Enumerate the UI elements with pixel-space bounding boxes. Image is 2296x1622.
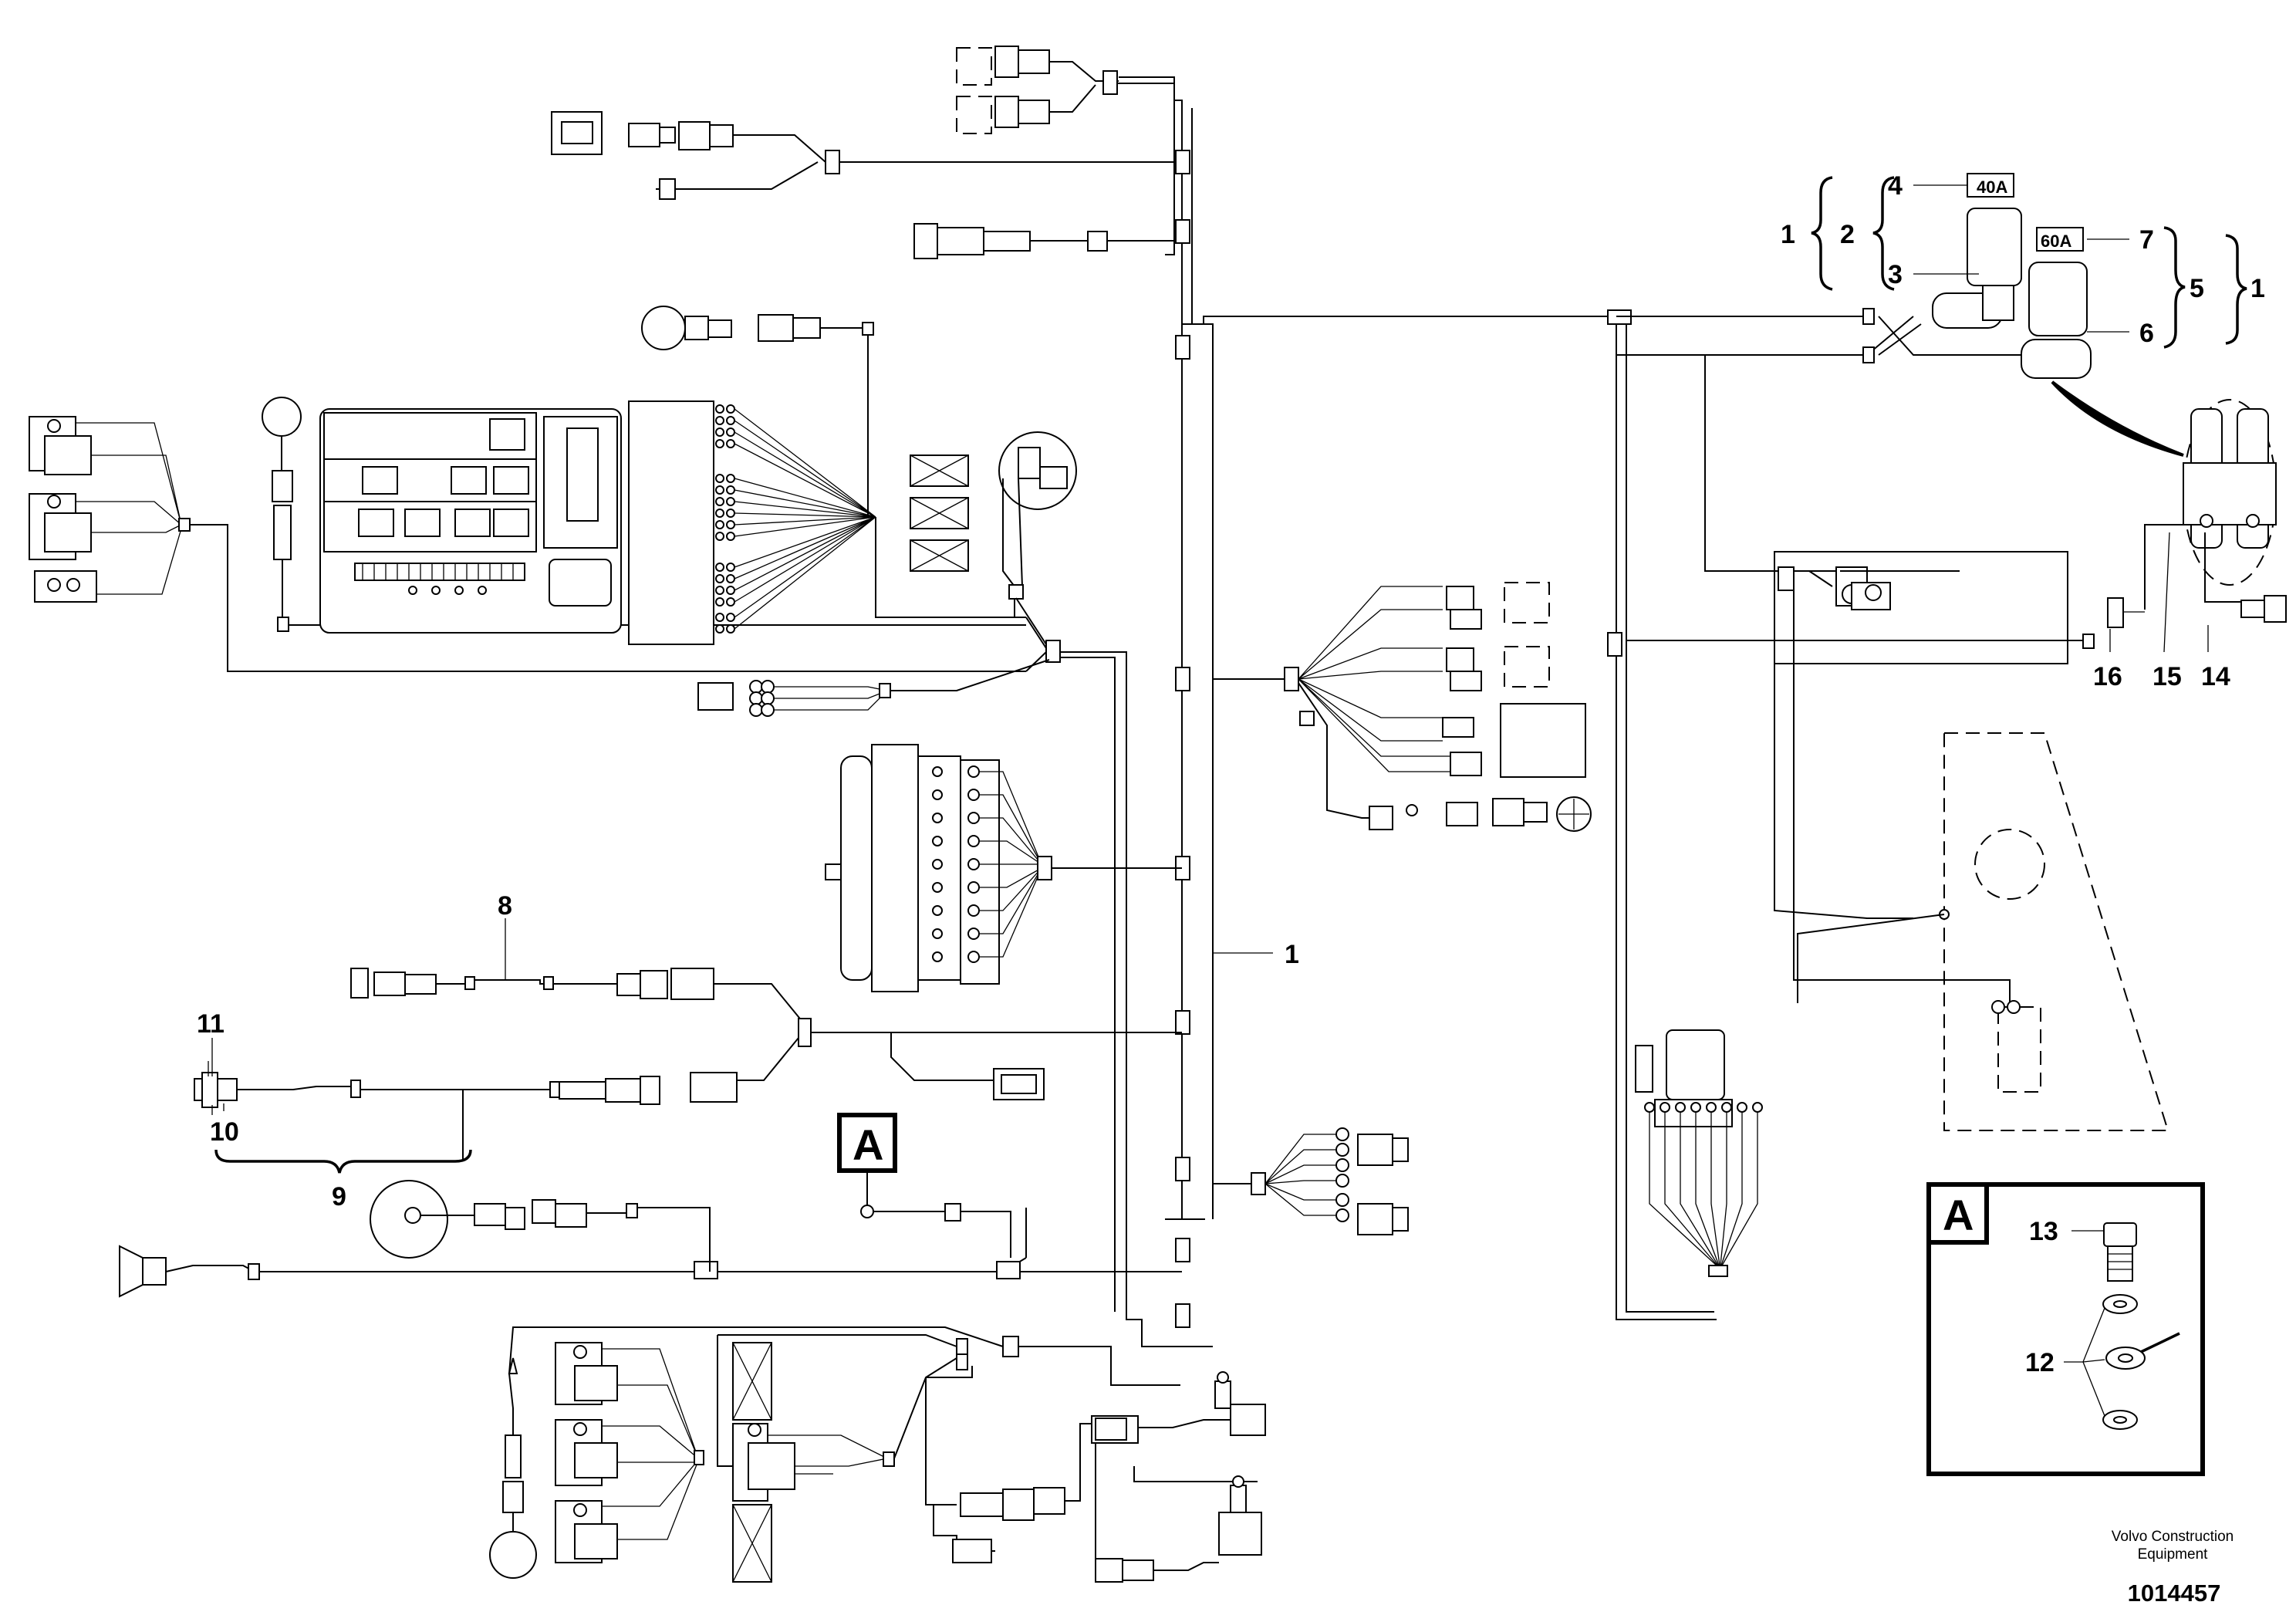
instrument-panel-connector <box>628 400 1026 645</box>
left-relay-stack <box>29 416 1026 672</box>
callout-10: 10 <box>210 1117 239 1147</box>
footer: Volvo Construction Equipment 1014457 <box>2112 1529 2234 1607</box>
callout-1-left: 1 <box>1781 220 1795 249</box>
callout-labels: 1 1 2 4 3 7 6 5 1 16 15 14 8 11 10 9 13 … <box>197 171 2265 1377</box>
part-number: 1014457 <box>2128 1580 2221 1607</box>
top-left-sensor <box>641 306 874 517</box>
bottom-relay-stack <box>555 1342 704 1563</box>
callout-1-right: 1 <box>2250 274 2265 303</box>
right-panel-dashed <box>1797 732 2169 1131</box>
leader-11-10 <box>211 1038 225 1111</box>
crossed-box-modules <box>910 454 969 572</box>
instrument-panel <box>319 408 622 634</box>
right-bottom-connector-bundle <box>1635 1029 1763 1277</box>
callout-11: 11 <box>197 1009 225 1039</box>
top-left-switch-connector <box>551 111 1174 200</box>
callout-brackets <box>1811 176 2247 349</box>
callout-15: 15 <box>2152 662 2182 691</box>
callout-13: 13 <box>2029 1217 2058 1246</box>
callout-16: 16 <box>2093 662 2122 691</box>
top-relay-connectors <box>956 46 1174 134</box>
bottom-right-switches <box>933 1346 1266 1583</box>
callout-3: 3 <box>1888 260 1903 289</box>
pressure-sensor-connector <box>913 223 1174 259</box>
brand-line-1: Volvo Construction <box>2112 1529 2234 1545</box>
right-controller-box <box>1626 551 2095 1003</box>
callout-9: 9 <box>332 1182 346 1211</box>
fuse-60a-label: 60A <box>2041 231 2071 251</box>
callout-5: 5 <box>2190 274 2204 303</box>
fuse-40a-label: 40A <box>1977 177 2007 197</box>
round-sensor-connector <box>370 1180 711 1273</box>
large-ecu-connector <box>825 744 1182 992</box>
detail-a-marker: A <box>837 1113 945 1218</box>
callout-2: 2 <box>1840 220 1855 249</box>
callout-8: 8 <box>498 891 512 921</box>
callout-1-main: 1 <box>1285 940 1299 969</box>
speed-sensor-9-10-11 <box>194 1061 660 1115</box>
bottom-crossed-modules <box>717 1334 1019 1583</box>
callout-6: 6 <box>2139 319 2154 348</box>
instrument-harness-junction <box>697 597 1213 1347</box>
callout-7: 7 <box>2139 225 2154 255</box>
fuse-assembly: 40A 60A <box>1616 173 2184 572</box>
detail-a-box: A <box>1926 1182 2205 1476</box>
center-right-connector-fan <box>1213 582 1592 832</box>
callout-12: 12 <box>2025 1348 2055 1377</box>
bottom-left-sender <box>489 1326 1004 1579</box>
detail-a-box-label: A <box>1943 1191 1974 1239</box>
brand-line-2: Equipment <box>2138 1546 2209 1563</box>
center-bottom-connector-cluster <box>1213 1127 1409 1235</box>
leaders-14-15-16 <box>2109 532 2209 653</box>
fuse-detail-oval <box>2107 399 2287 628</box>
horn-connector <box>119 1203 1182 1298</box>
detail-a-marker-label: A <box>853 1120 883 1169</box>
callout-4: 4 <box>1888 171 1903 201</box>
main-harness-trunk <box>1119 76 1717 1328</box>
callout-14: 14 <box>2201 662 2230 691</box>
left-sender-probe <box>262 397 1026 632</box>
key-switch-detail <box>998 431 1077 617</box>
bracket-9 <box>214 1090 472 1174</box>
sensor-harness-8 <box>350 968 1182 1103</box>
